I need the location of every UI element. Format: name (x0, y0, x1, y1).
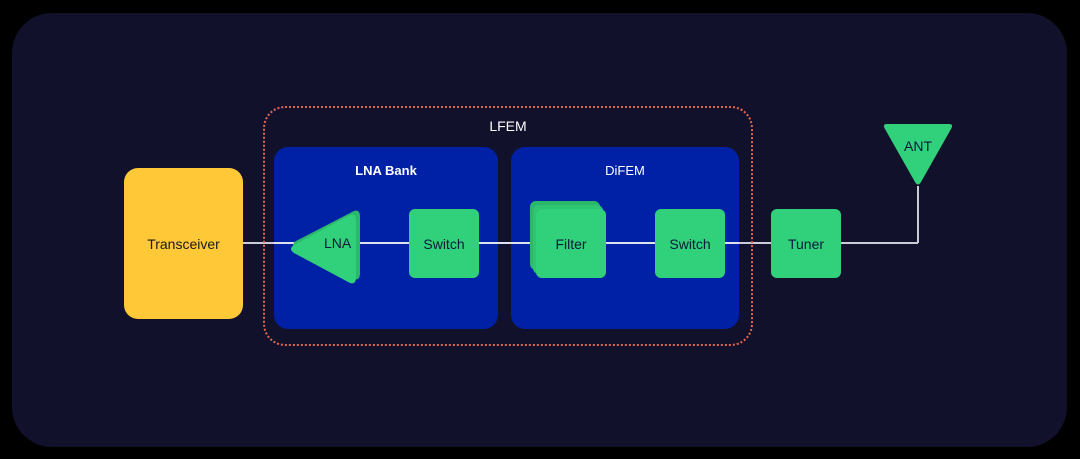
lna-amplifier-icon (291, 210, 360, 284)
lna-bank-switch: Switch (409, 209, 479, 278)
tuner-label: Tuner (787, 235, 825, 252)
lfem-container (263, 106, 753, 346)
tuner-block: Tuner (771, 209, 841, 278)
signal-line-antenna-feed (917, 186, 919, 243)
difem-switch-label: Switch (669, 235, 711, 252)
antenna-icon (883, 124, 953, 185)
lna-bank-switch-label: Switch (423, 235, 465, 252)
difem-switch: Switch (655, 209, 725, 278)
lna-label: LNA (324, 235, 352, 251)
filter-block: Filter (536, 209, 606, 278)
antenna-label: ANT (904, 138, 932, 154)
transceiver-label: Transceiver (147, 235, 220, 252)
lfem-title: LFEM (489, 118, 527, 134)
difem-title: DiFEM (605, 163, 645, 178)
lna-bank-title: LNA Bank (355, 163, 417, 178)
filter-label: Filter (555, 235, 587, 252)
signal-line-through-lfem (274, 242, 739, 244)
transceiver-block: Transceiver (124, 168, 243, 319)
